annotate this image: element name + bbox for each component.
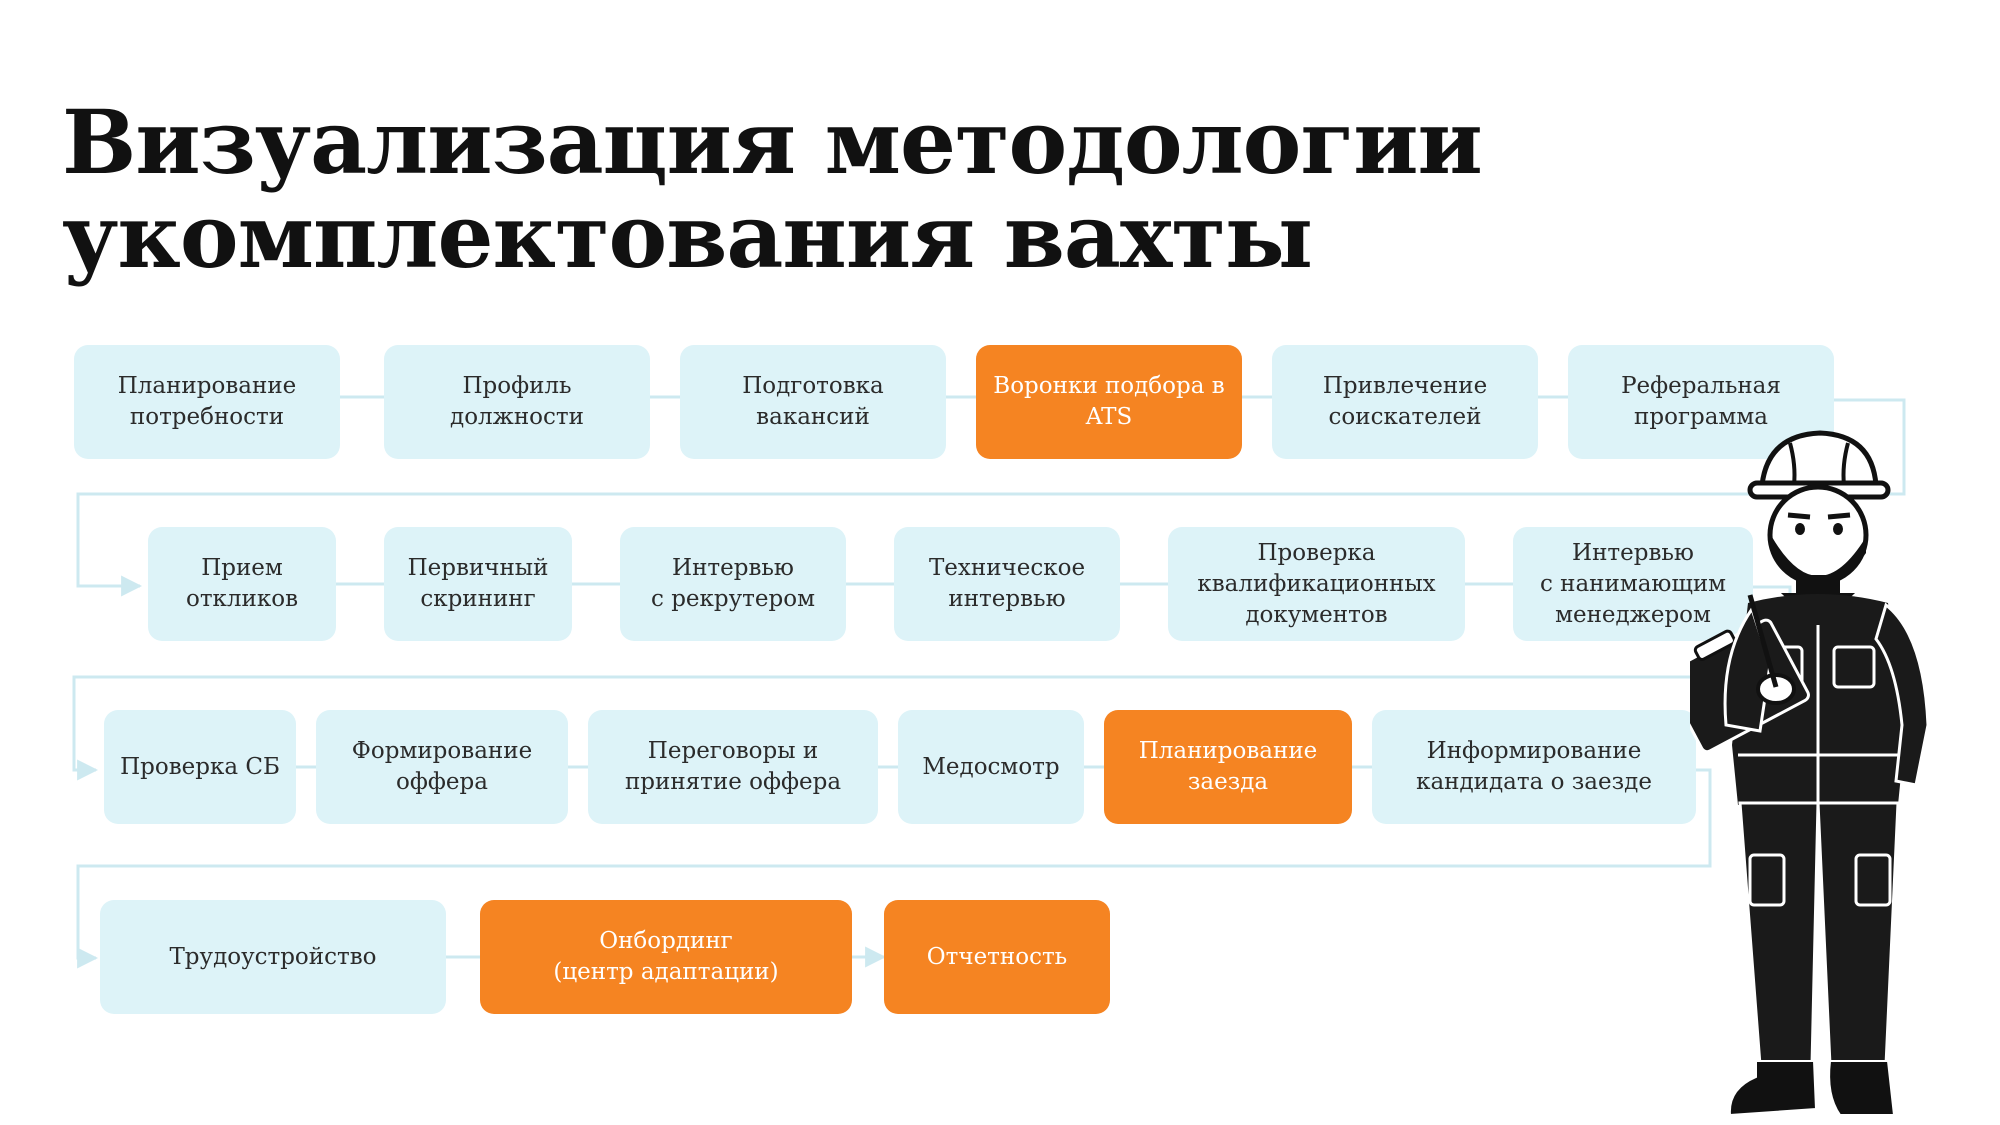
step-box: Прием откликов [148, 527, 336, 641]
page-title: Визуализация методологии укомплектования… [62, 95, 1562, 283]
step-label: Трудоустройство [169, 943, 377, 970]
step-box: Медосмотр [898, 710, 1084, 824]
step-label: Реферальная программа [1621, 373, 1781, 430]
step-box: Техническое интервью [894, 527, 1120, 641]
step-label: Отчетность [926, 943, 1068, 970]
step-box: Проверка СБ [104, 710, 296, 824]
step-box: Первичный скрининг [384, 527, 572, 641]
step-box: Трудоустройство [100, 900, 446, 1014]
step-label: Воронки подбора в ATS [993, 373, 1225, 430]
step-box: Онбординг (центр адаптации) [480, 900, 852, 1014]
step-label: Подготовка вакансий [742, 373, 884, 430]
step-label: Формирование оффера [351, 738, 533, 795]
step-label: Техническое интервью [928, 555, 1086, 612]
step-label: Информирование кандидата о заезде [1416, 738, 1652, 795]
step-box: Формирование оффера [316, 710, 568, 824]
step-label: Первичный скрининг [407, 555, 549, 612]
step-label: Планирование потребности [117, 373, 297, 430]
connector-row2-row3 [72, 585, 1792, 781]
construction-worker-icon [1690, 430, 1930, 1117]
step-label: Профиль должности [450, 373, 584, 430]
step-label: Планирование заезда [1138, 738, 1318, 795]
step-box: Профиль должности [384, 345, 650, 459]
step-label: Интервью с нанимающим менеджером [1539, 539, 1727, 628]
step-label: Проверка СБ [120, 753, 280, 780]
step-label: Проверка квалификационных документов [1197, 539, 1436, 628]
connector-row3-row4 [76, 768, 1712, 969]
step-box: Отчетность [884, 900, 1110, 1014]
step-box: Планирование заезда [1104, 710, 1352, 824]
step-box: Интервью с рекрутером [620, 527, 846, 641]
step-box: Подготовка вакансий [680, 345, 946, 459]
step-label: Интервью с рекрутером [651, 555, 815, 612]
step-box: Планирование потребности [74, 345, 340, 459]
step-label: Медосмотр [922, 753, 1060, 780]
step-box: Проверка квалификационных документов [1168, 527, 1465, 641]
step-box: Привлечение соискателей [1272, 345, 1538, 459]
connector-row1-row2 [76, 398, 1906, 597]
step-label: Прием откликов [185, 555, 299, 612]
step-label: Онбординг (центр адаптации) [553, 928, 779, 985]
title-line-1: Визуализация методологии [62, 90, 1483, 194]
step-box: Переговоры и принятие оффера [588, 710, 878, 824]
step-box: Воронки подбора в ATS [976, 345, 1242, 459]
step-label: Привлечение соискателей [1322, 373, 1488, 430]
step-box: Информирование кандидата о заезде [1372, 710, 1696, 824]
title-line-2: укомплектования вахты [62, 184, 1313, 288]
step-box: Интервью с нанимающим менеджером [1513, 527, 1753, 641]
step-label: Переговоры и принятие оффера [624, 738, 842, 795]
